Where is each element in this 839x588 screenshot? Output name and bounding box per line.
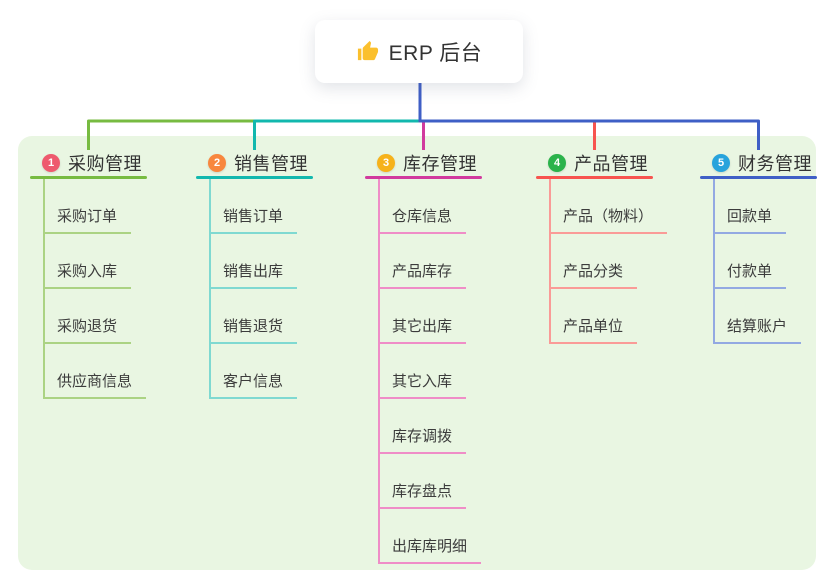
child-label: 客户信息: [223, 373, 284, 390]
child-label: 采购入库: [57, 263, 118, 280]
child-node[interactable]: 采购退货: [43, 289, 132, 344]
child-label: 产品分类: [563, 263, 624, 280]
branch-4: 4 产品管理产品（物料） 产品分类产品单位: [536, 149, 668, 344]
child-node[interactable]: 采购订单: [43, 179, 132, 234]
branch-label: 库存管理: [403, 153, 477, 174]
child-label: 库存盘点: [392, 483, 453, 500]
child-label: 其它出库: [392, 318, 453, 335]
children-stem-line: [713, 179, 715, 344]
branch-title[interactable]: 4 产品管理: [536, 149, 667, 176]
branch-number-badge: 3: [377, 153, 395, 172]
branch-underline: [196, 176, 313, 179]
branch-5: 5 财务管理回款单付款单结算账户: [700, 149, 817, 344]
child-node[interactable]: 产品（物料）: [549, 179, 668, 234]
branch-number-badge: 1: [42, 153, 60, 172]
child-label: 销售订单: [223, 208, 284, 225]
child-node[interactable]: 其它入库: [378, 344, 467, 399]
child-node[interactable]: 产品库存: [378, 234, 467, 289]
branch-children: 产品（物料） 产品分类产品单位: [536, 179, 668, 344]
branch-title[interactable]: 5 财务管理: [700, 149, 817, 176]
branches-panel: [18, 136, 816, 570]
branch-1: 1 采购管理采购订单采购入库采购退货供应商信息: [30, 149, 147, 399]
branch-underline: [30, 176, 147, 179]
branch-number-badge: 2: [208, 153, 226, 172]
child-label: 结算账户: [727, 318, 788, 335]
branch-number-badge: 5: [712, 153, 730, 172]
branch-3: 3 库存管理仓库信息产品库存其它出库其它入库库存调拨库存盘点出库库明细: [365, 149, 482, 564]
branch-title[interactable]: 1 采购管理: [30, 149, 147, 176]
child-node[interactable]: 采购入库: [43, 234, 132, 289]
children-stem-line: [549, 179, 551, 344]
child-label: 仓库信息: [392, 208, 453, 225]
child-label: 出库库明细: [392, 538, 468, 555]
child-label: 回款单: [727, 208, 773, 225]
child-node[interactable]: 其它出库: [378, 289, 467, 344]
branch-title[interactable]: 2 销售管理: [196, 149, 313, 176]
branch-underline: [365, 176, 482, 179]
child-label: 销售退货: [223, 318, 284, 335]
child-label: 其它入库: [392, 373, 453, 390]
branch-underline: [536, 176, 653, 179]
child-label: 采购退货: [57, 318, 118, 335]
child-label: 产品库存: [392, 263, 453, 280]
branch-children: 仓库信息产品库存其它出库其它入库库存调拨库存盘点出库库明细: [365, 179, 482, 564]
branch-children: 采购订单采购入库采购退货供应商信息: [30, 179, 147, 399]
branch-title[interactable]: 3 库存管理: [365, 149, 482, 176]
child-label: 供应商信息: [57, 373, 133, 390]
branch-label: 销售管理: [234, 153, 308, 174]
child-label: 产品（物料）: [563, 208, 654, 225]
child-node[interactable]: 供应商信息: [43, 344, 147, 399]
children-stem-line: [378, 179, 380, 564]
branch-underline: [700, 176, 817, 179]
branch-children: 回款单付款单结算账户: [700, 179, 817, 344]
branch-label: 财务管理: [738, 153, 812, 174]
branch-number-badge: 4: [548, 153, 566, 172]
child-node[interactable]: 仓库信息: [378, 179, 467, 234]
branch-label: 采购管理: [68, 153, 142, 174]
child-label: 产品单位: [563, 318, 624, 335]
child-node[interactable]: 回款单: [713, 179, 787, 234]
child-node[interactable]: 产品单位: [549, 289, 638, 344]
child-node[interactable]: 销售出库: [209, 234, 298, 289]
thumbs-up-icon: [357, 40, 378, 61]
branch-label: 产品管理: [574, 153, 648, 174]
child-node[interactable]: 客户信息: [209, 344, 298, 399]
child-node[interactable]: 库存盘点: [378, 454, 467, 509]
branch-2: 2 销售管理销售订单销售出库销售退货客户信息: [196, 149, 313, 399]
child-node[interactable]: 销售订单: [209, 179, 298, 234]
child-label: 采购订单: [57, 208, 118, 225]
child-node[interactable]: 结算账户: [713, 289, 802, 344]
child-node[interactable]: 销售退货: [209, 289, 298, 344]
child-node[interactable]: 出库库明细: [378, 509, 482, 564]
children-stem-line: [43, 179, 45, 399]
child-node[interactable]: 付款单: [713, 234, 787, 289]
root-label: ERP 后台: [388, 41, 483, 65]
child-label: 付款单: [727, 263, 773, 280]
child-label: 销售出库: [223, 263, 284, 280]
child-label: 库存调拨: [392, 428, 453, 445]
child-node[interactable]: 库存调拨: [378, 399, 467, 454]
children-stem-line: [209, 179, 211, 399]
branch-children: 销售订单销售出库销售退货客户信息: [196, 179, 313, 399]
root-node[interactable]: ERP 后台: [315, 20, 523, 83]
child-node[interactable]: 产品分类: [549, 234, 638, 289]
